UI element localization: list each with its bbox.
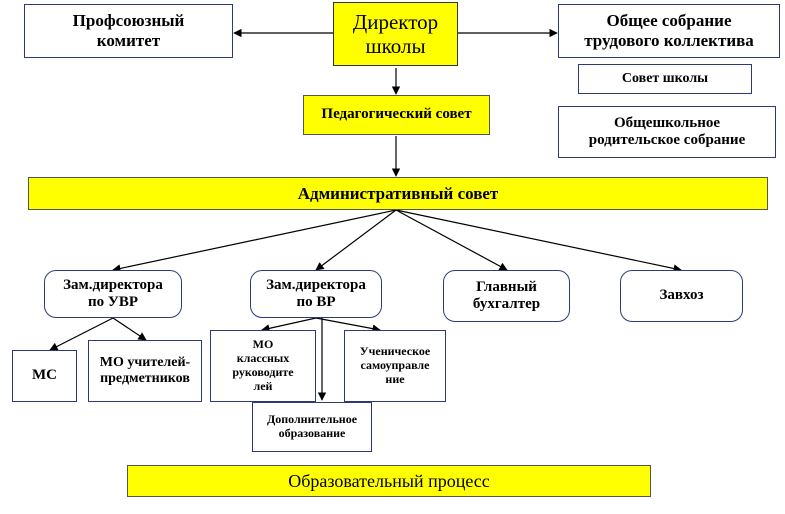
additional-education-box: Дополнительное образование — [252, 402, 372, 452]
arrow-admin-to-accountant — [395, 209, 508, 271]
mo-subject-teachers-box: МО учителей- предметников — [88, 340, 202, 402]
mo-class-leaders-box: МО классных руководите лей — [210, 330, 316, 402]
arrow-admin-to-deputy-uvr — [112, 209, 397, 273]
arrow-vr-to-student-gov — [315, 317, 381, 333]
student-government-box: Ученическое самоуправле ние — [344, 330, 446, 402]
school-council-box: Совет школы — [578, 64, 752, 94]
arrow-uvr-to-ms — [49, 317, 114, 351]
arrow-admin-to-supply-manager — [395, 209, 682, 273]
deputy-vr-box: Зам.директора по ВР — [250, 270, 382, 318]
arrow-vr-to-mo-class — [261, 317, 317, 333]
trade-union-box: Профсоюзный комитет — [24, 4, 233, 58]
parent-meeting-box: Общешкольное родительское собрание — [558, 106, 776, 158]
deputy-uvr-box: Зам.директора по УВР — [44, 270, 182, 318]
arrow-admin-to-deputy-vr — [315, 209, 397, 271]
general-meeting-box: Общее собрание трудового коллектива — [558, 4, 780, 58]
arrow-uvr-to-mo-subject — [112, 317, 147, 341]
ms-box: МС — [12, 350, 77, 402]
admin-council-box: Административный совет — [28, 177, 768, 210]
educational-process-box: Образовательный процесс — [127, 465, 651, 497]
ped-council-box: Педагогический совет — [303, 95, 490, 135]
accountant-box: Главный бухгалтер — [443, 270, 570, 322]
director-box: Директор школы — [333, 2, 458, 66]
supply-manager-box: Завхоз — [620, 270, 743, 322]
